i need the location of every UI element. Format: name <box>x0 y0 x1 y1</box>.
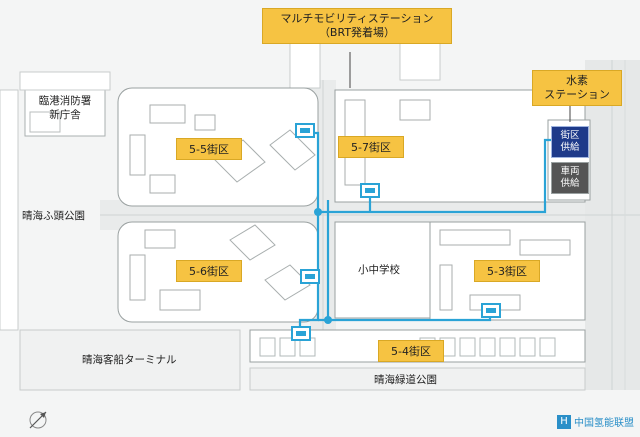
fire-station-label: 臨港消防署 新庁舎 <box>30 94 100 122</box>
north-block <box>19 71 111 91</box>
hydrogen-station-callout: 水素 ステーション <box>532 70 622 106</box>
fire-station-line2: 新庁舎 <box>49 109 81 121</box>
passenger-terminal-label: 晴海客船ターミナル <box>82 354 177 366</box>
district-5-5-tag: 5-5街区 <box>176 138 242 160</box>
vehicle-supply-box: 車両 供給 <box>551 162 589 194</box>
vehicle-supply-line2: 供給 <box>560 178 580 189</box>
west-edge-strip <box>0 89 19 331</box>
fire-station-building <box>29 111 61 133</box>
district-supply-line1: 街区 <box>560 130 580 141</box>
vehicle-supply-line1: 車両 <box>560 166 580 177</box>
pipeline-junction <box>314 208 322 216</box>
brt-station-callout: マルチモビリティステーション （BRT発着場） <box>262 8 452 44</box>
district-5-3-tag: 5-3街区 <box>474 260 540 282</box>
school-label: 小中学校 <box>358 264 400 276</box>
watermark-logo-icon: H <box>557 414 571 429</box>
district-5-3-buildings <box>439 229 571 311</box>
district-supply-line2: 供給 <box>560 142 580 153</box>
district-5-7-tag: 5-7街区 <box>338 136 404 158</box>
green-park-label: 晴海緑道公園 <box>374 374 437 386</box>
green-park-area <box>249 367 586 391</box>
pipeline-junction <box>324 316 332 324</box>
brt-station-line1: マルチモビリティステーション <box>280 12 434 25</box>
watermark-text: 中国氢能联盟 <box>574 418 634 429</box>
hydrogen-station-line1: 水素 <box>566 74 588 87</box>
district-supply-box: 街区 供給 <box>551 126 589 158</box>
pipeline-node-inner <box>296 128 496 336</box>
harumi-pier-park-label: 晴海ふ頭公園 <box>22 210 85 222</box>
watermark: H 中国氢能联盟 <box>557 414 634 429</box>
district-5-5-buildings <box>129 104 316 194</box>
school-block <box>334 221 431 319</box>
north-arrow-icon <box>29 411 47 429</box>
district-5-4-tag: 5-4街区 <box>378 340 444 362</box>
brt-station-line2: （BRT発着場） <box>318 26 396 39</box>
terminal-area <box>19 329 241 391</box>
hydrogen-station-line2: ステーション <box>544 88 610 101</box>
district-5-6-buildings <box>129 224 311 311</box>
fire-station-line1: 臨港消防署 <box>38 95 92 107</box>
district-5-6-tag: 5-6街区 <box>176 260 242 282</box>
